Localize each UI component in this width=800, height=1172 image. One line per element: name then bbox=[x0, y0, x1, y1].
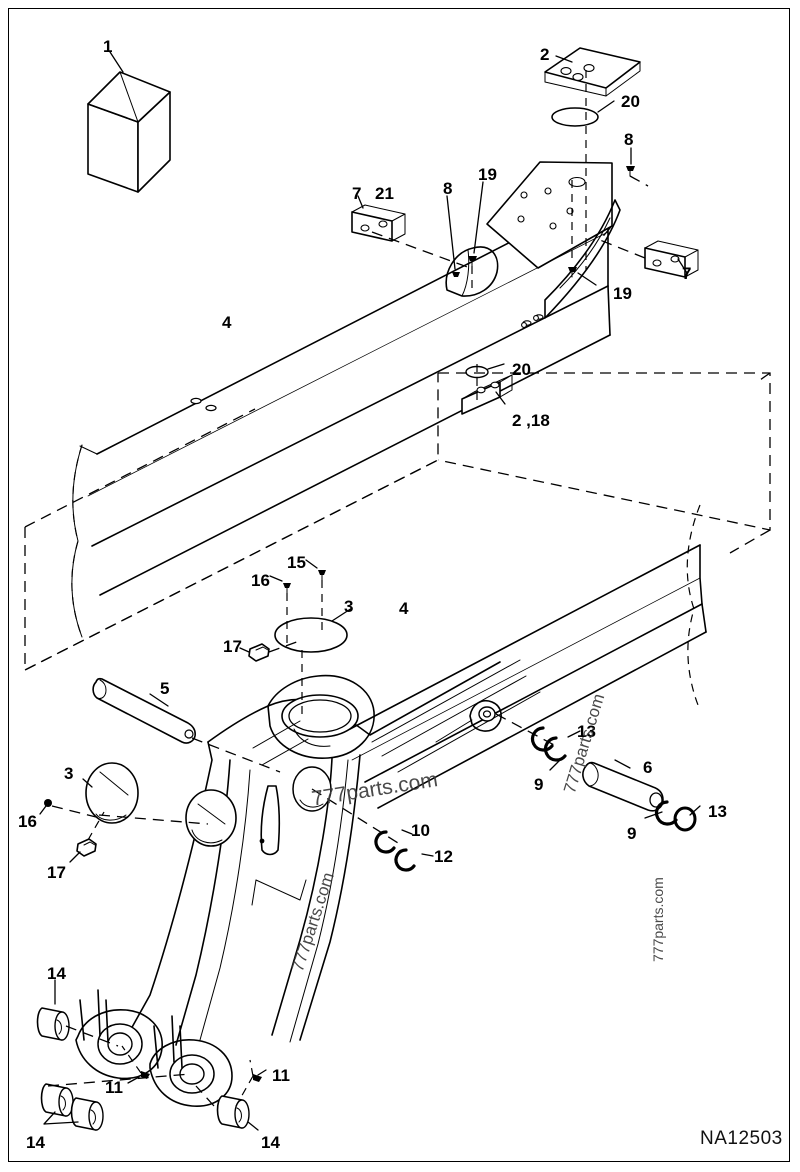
callout-7-left: 7 bbox=[352, 184, 362, 203]
page-border-frame bbox=[8, 8, 790, 1162]
callout-4-lower: 4 bbox=[399, 599, 409, 618]
callout-5: 5 bbox=[160, 679, 170, 698]
callout-2-18: 2 ,18 bbox=[512, 411, 550, 430]
callout-14-bottom-left: 14 bbox=[26, 1133, 45, 1152]
part-11-grease-fittings bbox=[121, 1045, 267, 1107]
callout-14-bottom-right: 14 bbox=[261, 1133, 280, 1152]
callout-15: 15 bbox=[287, 553, 306, 572]
callout-8-left: 8 bbox=[443, 179, 453, 198]
fasteners-16-17-left bbox=[39, 799, 105, 863]
part-6-pin-assembly bbox=[495, 713, 701, 832]
callout-6: 6 bbox=[643, 758, 653, 777]
callout-16-left: 16 bbox=[18, 812, 37, 831]
clips-10-12 bbox=[311, 788, 434, 872]
callout-8-right: 8 bbox=[624, 130, 634, 149]
callout-16-top: 16 bbox=[251, 571, 270, 590]
callout-7-right: 7 bbox=[682, 264, 692, 283]
part-5-pin bbox=[92, 677, 281, 773]
callout-13-right: 13 bbox=[708, 802, 727, 821]
callout-17-left: 17 bbox=[47, 863, 66, 882]
callout-19-right: 19 bbox=[613, 284, 632, 303]
part-14-bushings bbox=[36, 979, 259, 1131]
boom-top-mount-plate bbox=[445, 161, 621, 328]
callout-10: 10 bbox=[411, 821, 430, 840]
callout-9-left: 9 bbox=[534, 775, 544, 794]
part-7-spacer-right bbox=[598, 221, 699, 278]
part-2-18-plate-mid bbox=[461, 363, 513, 415]
part-4-lower-boom bbox=[349, 372, 771, 809]
drawing-number: NA12503 bbox=[700, 1128, 783, 1149]
callout-17-top: 17 bbox=[223, 637, 242, 656]
callout-19-top: 19 bbox=[478, 165, 497, 184]
callout-2: 2 bbox=[540, 45, 550, 64]
callout-9-right: 9 bbox=[627, 824, 637, 843]
callout-12: 12 bbox=[434, 847, 453, 866]
callout-1: 1 bbox=[103, 37, 113, 56]
lower-boom-weldment bbox=[125, 659, 541, 1046]
part-2-plate-top bbox=[544, 47, 641, 270]
callout-11-right: 11 bbox=[272, 1066, 290, 1085]
part-3-cover-left bbox=[82, 762, 209, 825]
callout-14-upper: 14 bbox=[47, 964, 66, 983]
callout-4-upper: 4 bbox=[222, 313, 232, 332]
callout-21: 21 bbox=[375, 184, 394, 203]
callout-3-top: 3 bbox=[344, 597, 354, 616]
boom-clevis-bottom bbox=[75, 989, 233, 1107]
part-1-carton bbox=[87, 51, 171, 193]
callout-20-top: 20 bbox=[621, 92, 640, 111]
part-7-21-spacer-left bbox=[351, 195, 471, 269]
callout-20-mid: 20 bbox=[512, 360, 531, 379]
callout-11-left: 11 bbox=[105, 1078, 123, 1097]
callout-3-left: 3 bbox=[64, 764, 74, 783]
fasteners-8-19 bbox=[446, 147, 649, 292]
watermark-777parts-4: 777parts.com bbox=[650, 877, 666, 962]
fasteners-15-16-17-top bbox=[239, 559, 326, 662]
callout-13-left: 13 bbox=[577, 722, 596, 741]
part-4-upper-boom bbox=[24, 191, 611, 672]
